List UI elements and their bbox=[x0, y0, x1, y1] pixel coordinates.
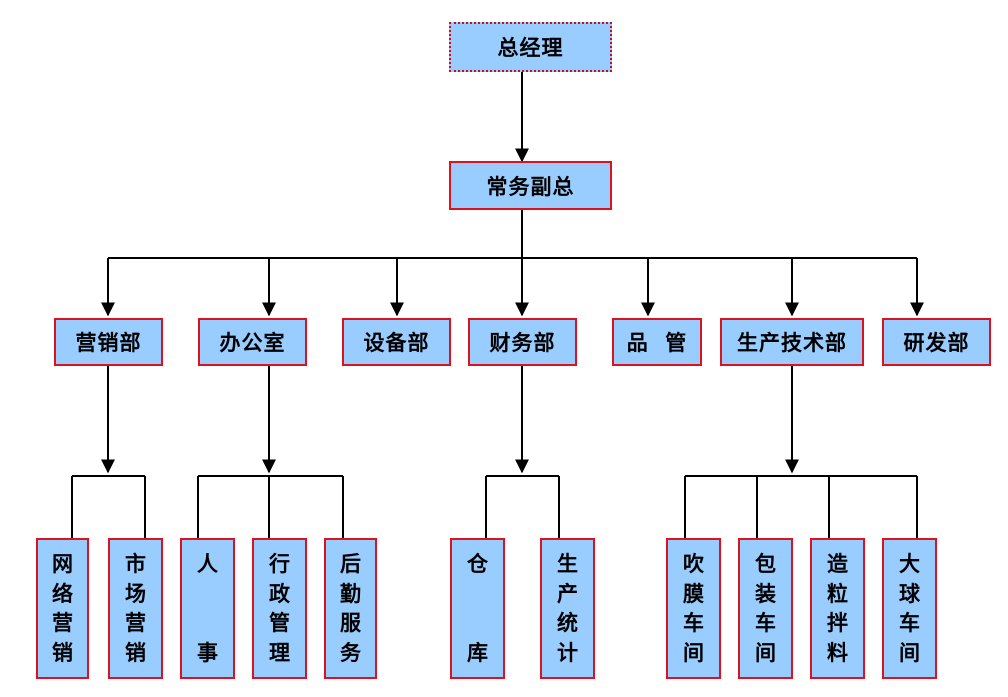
unit-char: 人 bbox=[197, 552, 218, 576]
node-dept-rnd: 研发部 bbox=[882, 318, 991, 366]
connector-group bbox=[71, 72, 924, 538]
unit-char: 场 bbox=[125, 581, 146, 606]
unit-char: 政 bbox=[269, 581, 290, 606]
unit-char: 膜 bbox=[683, 581, 704, 606]
unit-char: 包 bbox=[755, 552, 776, 576]
node-dept-quality: 品 管 bbox=[612, 318, 702, 366]
node-unit-logistics: 后 勤 服 务 bbox=[324, 538, 377, 679]
unit-char: 车 bbox=[899, 611, 920, 636]
node-unit-admin: 行 政 管 理 bbox=[252, 538, 307, 679]
unit-char: 仓 bbox=[467, 552, 488, 576]
unit-char: 计 bbox=[557, 640, 578, 665]
node-unit-packaging: 包 装 车 间 bbox=[738, 538, 793, 679]
unit-char: 事 bbox=[197, 641, 218, 665]
unit-char: 料 bbox=[827, 640, 848, 665]
unit-char: 拌 bbox=[827, 611, 848, 636]
node-unit-warehouse: 仓 库 bbox=[450, 538, 505, 679]
unit-char: 务 bbox=[340, 640, 361, 665]
unit-char: 营 bbox=[52, 611, 73, 636]
unit-char: 后 bbox=[340, 552, 361, 576]
unit-char: 营 bbox=[125, 611, 146, 636]
unit-char: 车 bbox=[683, 611, 704, 636]
unit-char: 产 bbox=[557, 581, 578, 606]
unit-char: 车 bbox=[755, 611, 776, 636]
unit-char: 服 bbox=[340, 611, 361, 636]
node-unit-online-marketing: 网 络 营 销 bbox=[36, 538, 89, 679]
node-dept-equipment: 设备部 bbox=[342, 318, 451, 366]
node-dept-finance: 财务部 bbox=[468, 318, 577, 366]
unit-char: 管 bbox=[269, 611, 290, 636]
unit-char: 行 bbox=[269, 552, 290, 576]
unit-char: 生 bbox=[557, 552, 578, 576]
node-dept-office: 办公室 bbox=[198, 318, 307, 366]
unit-char: 库 bbox=[467, 641, 488, 665]
unit-char: 粒 bbox=[827, 581, 848, 606]
unit-char: 网 bbox=[52, 552, 73, 576]
unit-char: 统 bbox=[557, 611, 578, 636]
unit-char: 销 bbox=[125, 640, 146, 665]
unit-char: 理 bbox=[269, 640, 290, 665]
unit-char: 间 bbox=[755, 640, 776, 665]
node-unit-pelletizing: 造 粒 拌 料 bbox=[810, 538, 865, 679]
node-unit-hr: 人 事 bbox=[180, 538, 235, 679]
node-dept-production-tech: 生产技术部 bbox=[720, 318, 864, 366]
node-unit-production-stats: 生 产 统 计 bbox=[540, 538, 595, 679]
unit-char: 吹 bbox=[683, 552, 704, 576]
node-unit-large-ball: 大 球 车 间 bbox=[882, 538, 937, 679]
unit-char: 络 bbox=[52, 581, 73, 606]
unit-char: 销 bbox=[52, 640, 73, 665]
node-dept-marketing: 营销部 bbox=[54, 318, 163, 366]
unit-char: 间 bbox=[899, 640, 920, 665]
unit-char: 大 bbox=[899, 552, 920, 576]
node-general-manager: 总经理 bbox=[449, 22, 612, 72]
node-unit-market-marketing: 市 场 营 销 bbox=[108, 538, 163, 679]
unit-char: 造 bbox=[827, 552, 848, 576]
unit-char: 勤 bbox=[340, 581, 361, 606]
node-unit-film-blowing: 吹 膜 车 间 bbox=[666, 538, 721, 679]
unit-char: 球 bbox=[899, 581, 920, 606]
node-executive-vp: 常务副总 bbox=[449, 161, 612, 210]
unit-char: 间 bbox=[683, 640, 704, 665]
unit-char: 市 bbox=[125, 552, 146, 576]
unit-char: 装 bbox=[755, 581, 776, 606]
